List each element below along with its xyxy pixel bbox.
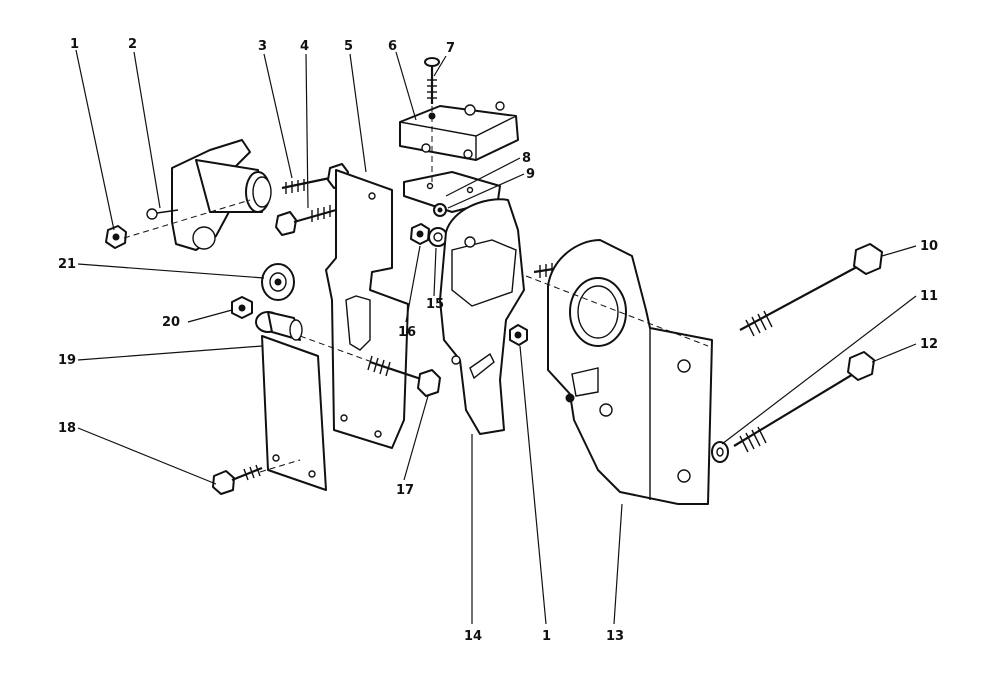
callout-3: 3 xyxy=(258,39,267,54)
part-7-screw xyxy=(424,57,440,104)
part-18-bolt xyxy=(212,464,263,495)
part-21-bearing xyxy=(261,263,295,301)
part-17-bolt xyxy=(367,355,441,397)
part-4-bolt xyxy=(275,205,337,236)
part-6-switch-block xyxy=(399,101,519,161)
part-13-main-bracket xyxy=(547,239,713,505)
callout-2: 2 xyxy=(128,37,137,52)
part-16-nut xyxy=(410,223,430,245)
callout-10: 10 xyxy=(920,239,938,254)
callout-19: 19 xyxy=(58,353,76,368)
callout-11: 11 xyxy=(920,289,938,304)
part-12-long-bolt xyxy=(733,351,875,453)
callout-14: 14 xyxy=(464,629,482,644)
callout-18: 18 xyxy=(58,421,76,436)
callout-1-lower: 1 xyxy=(542,629,551,644)
callout-numbers: 1 2 3 4 5 6 7 8 9 10 11 12 13 14 1 15 16… xyxy=(58,37,938,644)
callout-9: 9 xyxy=(526,167,535,182)
part-19-roller xyxy=(255,311,303,341)
callout-17: 17 xyxy=(396,483,414,498)
alignment-lines xyxy=(123,106,709,473)
part-1-hex-nut-left xyxy=(105,225,127,249)
callout-13: 13 xyxy=(606,629,624,644)
callout-21: 21 xyxy=(58,257,76,272)
callout-8: 8 xyxy=(522,151,531,166)
part-14-cam-plate xyxy=(439,198,525,435)
part-10-long-bolt xyxy=(739,243,883,337)
callout-12: 12 xyxy=(920,337,938,352)
part-11-washer xyxy=(711,441,729,463)
callout-6: 6 xyxy=(388,39,397,54)
leader-lines xyxy=(75,49,917,625)
callout-1-upper: 1 xyxy=(70,37,79,52)
callout-5: 5 xyxy=(344,39,353,54)
part-1-hex-nut-right xyxy=(509,324,528,346)
callout-15: 15 xyxy=(426,297,444,312)
callout-7: 7 xyxy=(446,41,455,56)
callout-16: 16 xyxy=(398,325,416,340)
callout-20: 20 xyxy=(162,315,180,330)
part-20-nut xyxy=(231,296,253,319)
part-2-pivot-bracket xyxy=(146,139,272,251)
part-5-mounting-plate xyxy=(325,169,409,449)
part-9-lock-washer xyxy=(433,203,447,217)
callout-4: 4 xyxy=(300,39,309,54)
part-19-lower-plate xyxy=(261,335,327,491)
